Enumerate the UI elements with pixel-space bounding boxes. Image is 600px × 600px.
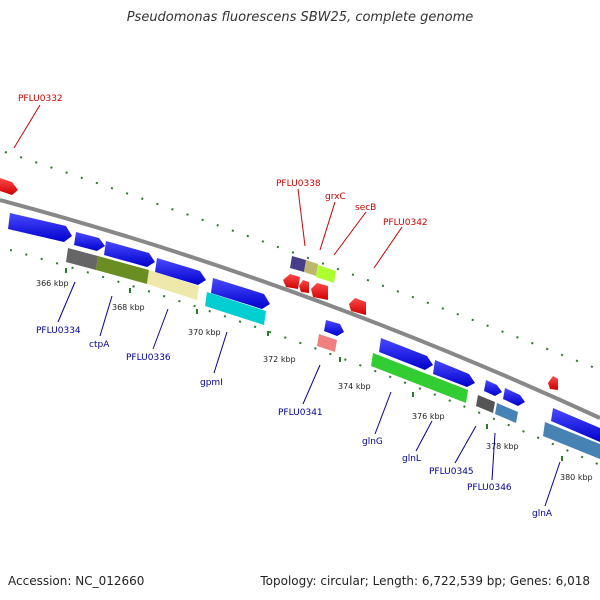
gene-forward[interactable] (104, 241, 155, 267)
gene-reverse[interactable] (299, 280, 309, 293)
gene-reverse[interactable] (283, 274, 300, 289)
gene-forward[interactable] (74, 232, 105, 251)
gene-reverse[interactable] (0, 178, 18, 195)
gene-forward[interactable] (379, 338, 433, 370)
gene-reverse[interactable] (349, 298, 366, 315)
tick-label: 368 kbp (112, 303, 145, 312)
gene-label-glnl[interactable]: glnL (402, 454, 421, 464)
forward-genes (8, 213, 600, 442)
feature-block[interactable] (96, 256, 149, 284)
gene-forward[interactable] (211, 278, 270, 309)
gene-label-pflu0334[interactable]: PFLU0334 (36, 326, 81, 336)
tick-label: 376 kbp (412, 412, 445, 421)
feature-block[interactable] (304, 260, 318, 276)
accession-text: Accession: NC_012660 (8, 574, 145, 588)
gene-forward[interactable] (8, 213, 72, 242)
gene-forward[interactable] (503, 388, 525, 406)
feature-block[interactable] (495, 403, 518, 423)
feature-block[interactable] (316, 265, 336, 283)
gene-label-pflu0346[interactable]: PFLU0346 (467, 483, 512, 493)
gene-reverse[interactable] (311, 283, 328, 300)
top-leader-lines (13, 104, 403, 269)
feature-blocks (66, 248, 600, 459)
gene-label-secb[interactable]: secB (355, 203, 376, 213)
gene-label-glng[interactable]: glnG (362, 437, 383, 447)
gene-label-pflu0332[interactable]: PFLU0332 (18, 94, 63, 104)
gene-forward[interactable] (484, 380, 502, 396)
genome-summary-text: Topology: circular; Length: 6,722,539 bp… (260, 574, 590, 588)
feature-block[interactable] (371, 353, 468, 403)
feature-block[interactable] (543, 422, 600, 459)
gene-forward[interactable] (433, 360, 475, 387)
feature-block[interactable] (317, 334, 337, 352)
tick-label: 366 kbp (36, 279, 69, 288)
gene-label-pflu0341[interactable]: PFLU0341 (278, 408, 323, 418)
gene-label-pflu0345[interactable]: PFLU0345 (429, 467, 474, 477)
gene-forward[interactable] (324, 320, 344, 336)
gene-label-gpmi[interactable]: gpmI (200, 378, 223, 388)
feature-block[interactable] (147, 270, 199, 300)
feature-block[interactable] (205, 292, 266, 325)
gene-forward[interactable] (155, 258, 206, 285)
genome-backbone (0, 198, 600, 420)
feature-block[interactable] (476, 395, 495, 413)
tick-marks (65, 268, 563, 461)
feature-block[interactable] (290, 256, 306, 272)
gene-label-pflu0336[interactable]: PFLU0336 (126, 353, 171, 363)
tick-label: 378 kbp (486, 442, 519, 451)
gene-forward[interactable] (551, 408, 600, 442)
gene-label-grxc[interactable]: grxC (325, 192, 346, 202)
gene-reverse[interactable] (548, 376, 558, 390)
gene-label-glna[interactable]: glnA (532, 509, 553, 519)
tick-label: 370 kbp (188, 328, 221, 337)
gene-label-ctpa[interactable]: ctpA (89, 340, 110, 350)
reverse-genes (0, 178, 558, 390)
tick-label: 372 kbp (263, 355, 296, 364)
bottom-leader-lines (57, 281, 561, 507)
tick-label: 380 kbp (560, 473, 593, 482)
feature-block[interactable] (66, 248, 98, 270)
genome-title: Pseudomonas fluorescens SBW25, complete … (126, 10, 474, 25)
tick-label: 374 kbp (338, 382, 371, 391)
gene-label-pflu0342[interactable]: PFLU0342 (383, 218, 428, 228)
gene-label-pflu0338[interactable]: PFLU0338 (276, 179, 321, 189)
